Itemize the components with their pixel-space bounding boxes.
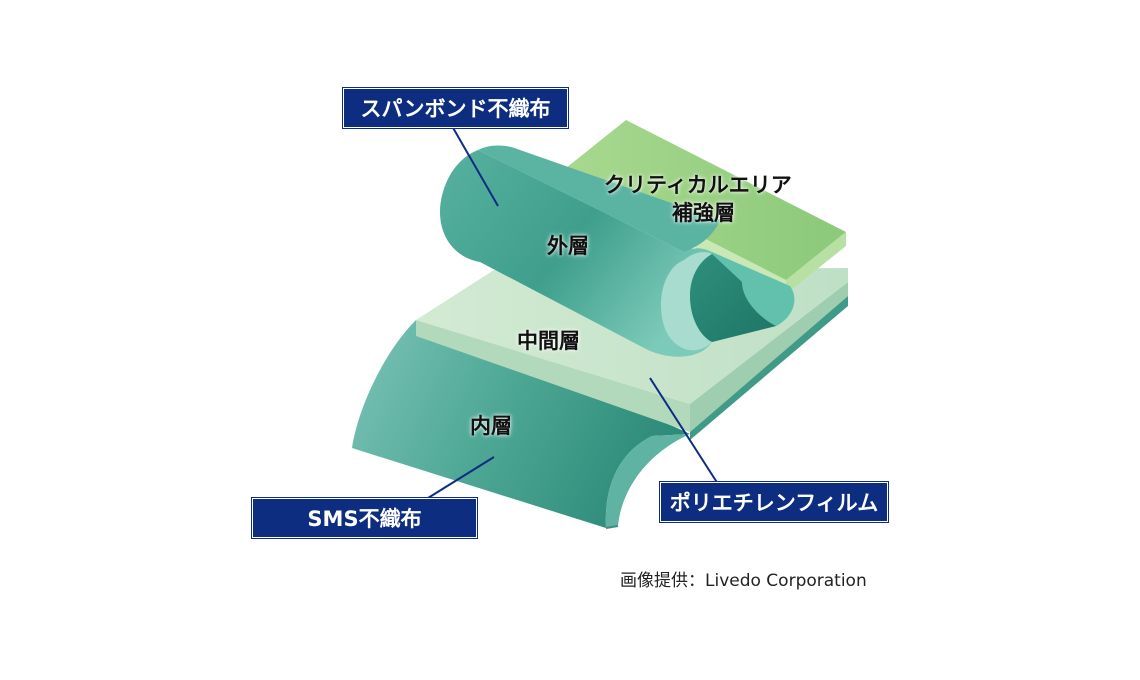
- label-reinforcement-layer: 補強層: [672, 201, 735, 225]
- image-credit: 画像提供：Livedo Corporation: [620, 571, 867, 591]
- callout-spunbond: スパンボンド不織布: [342, 87, 569, 129]
- inner-layer-shape: [352, 320, 690, 529]
- label-critical-area: クリティカルエリア: [604, 173, 792, 197]
- leader-line-spunbond: [451, 125, 499, 207]
- leader-line-polyethylene: [649, 377, 719, 485]
- outer-layer-shape: [440, 145, 795, 357]
- leader-line-sms: [427, 456, 495, 499]
- callout-sms: SMS不織布: [251, 497, 478, 539]
- label-outer-layer: 外層: [547, 234, 589, 258]
- label-middle-layer: 中間層: [517, 329, 580, 353]
- label-inner-layer: 内層: [470, 414, 512, 438]
- callout-polyethylene: ポリエチレンフィルム: [659, 481, 889, 523]
